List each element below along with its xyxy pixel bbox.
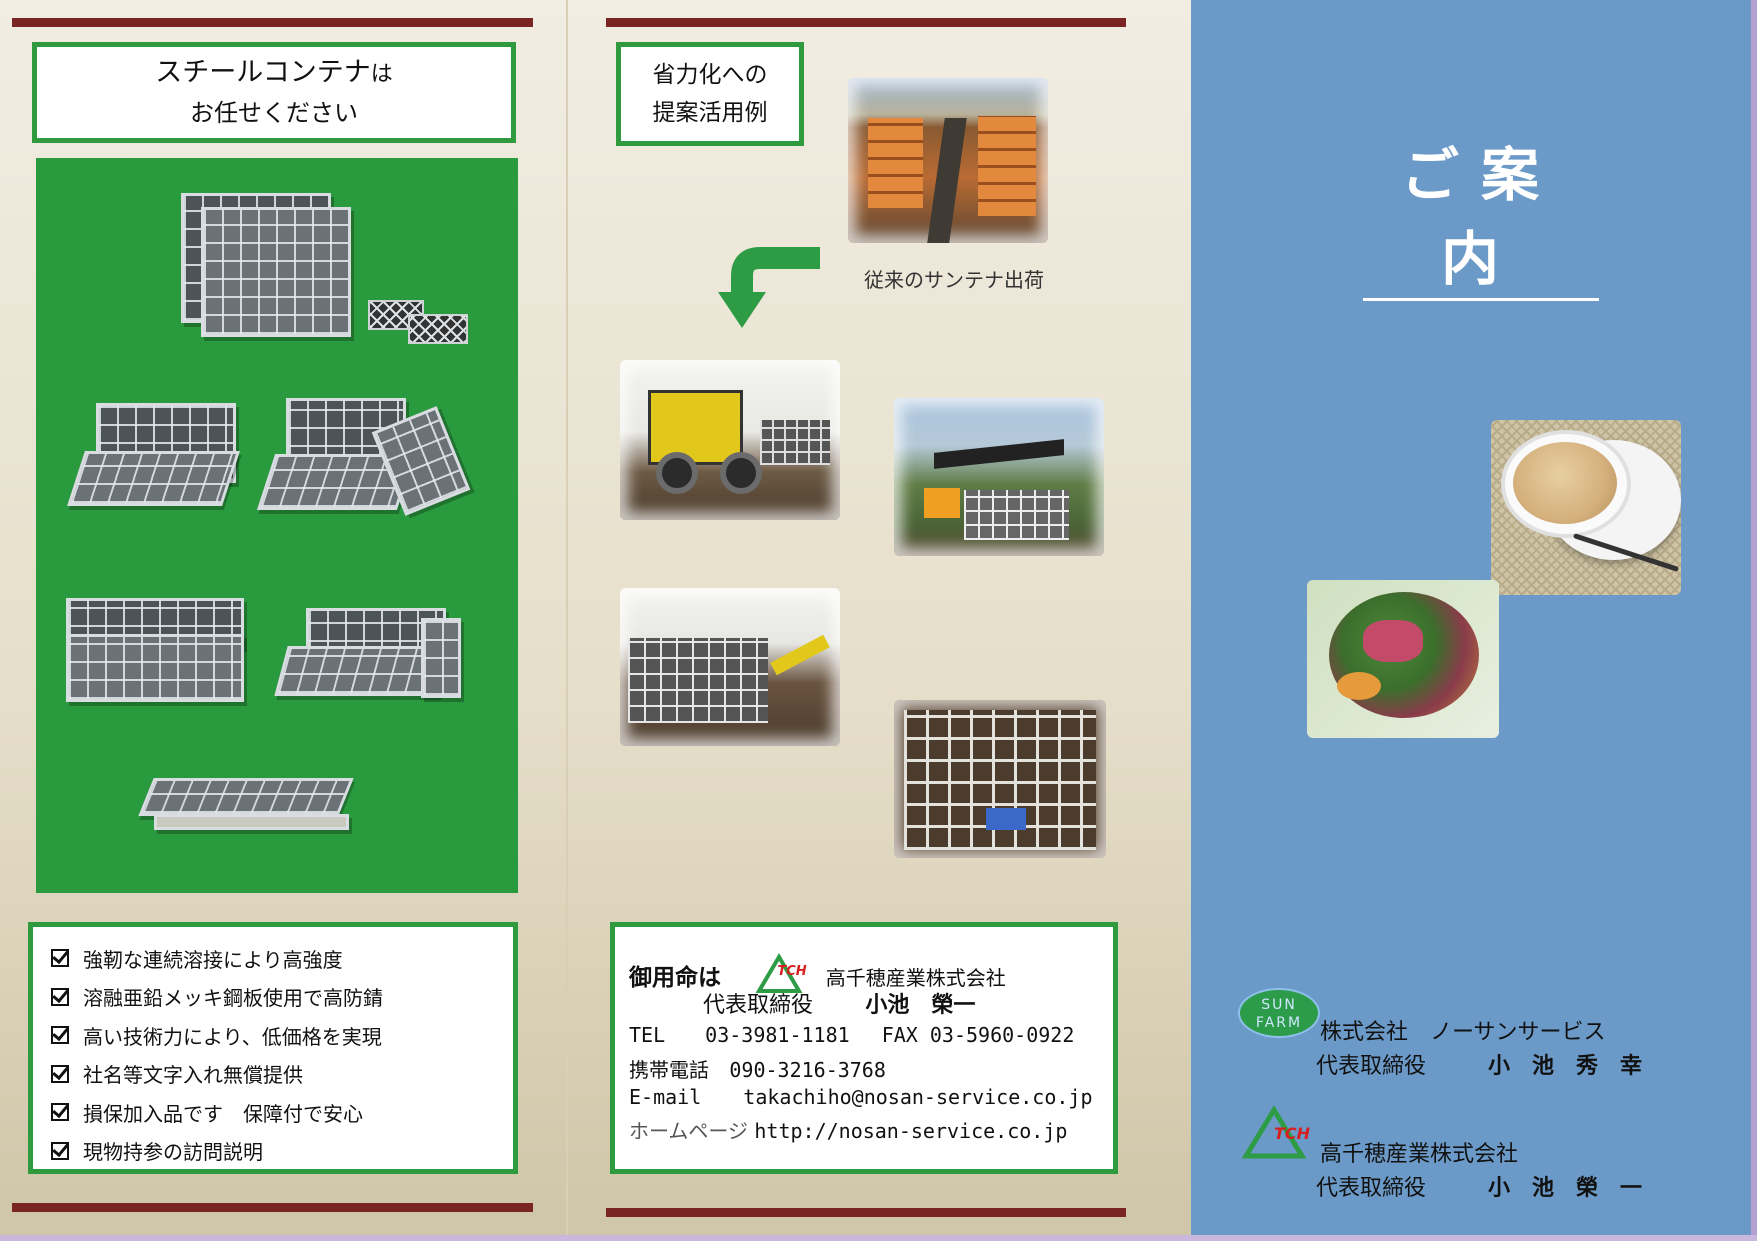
container-folding-image (256, 398, 476, 523)
proposal-title-box: 省力化への 提案活用例 (616, 42, 804, 146)
check-box-icon (51, 1026, 69, 1045)
tch-logo-icon: TCH (755, 953, 811, 993)
feature-list-box: 強靭な連続溶接により高強度 溶融亜鉛メッキ鋼板使用で高防錆 高い技術力により、低… (28, 922, 518, 1174)
mesh-detail-image-2 (408, 314, 468, 344)
right-panel (1191, 0, 1751, 1241)
container-collapsed-image (274, 608, 471, 718)
bottom-rule-middle (606, 1208, 1126, 1217)
feature-item: 高い技術力により、低価格を実現 (51, 1016, 513, 1055)
container-showcase (36, 158, 518, 893)
fax-number: 03-5960-0922 (929, 1023, 1075, 1047)
check-box-icon (51, 1064, 69, 1083)
feature-item: 強靭な連続溶接により高強度 (51, 939, 513, 978)
container-long-image (66, 598, 251, 713)
photo-wheel-loader (620, 360, 840, 520)
photo-field-work (894, 398, 1104, 556)
down-left-arrow-icon (718, 247, 820, 328)
photo-stacked-containers (894, 700, 1106, 858)
check-box-icon (51, 1141, 69, 1160)
top-rule-middle (606, 18, 1126, 27)
top-rule-left (12, 18, 533, 27)
photo-traditional-shipping (848, 78, 1048, 243)
photo-salad (1307, 580, 1499, 738)
email-label: E-mail (629, 1085, 702, 1109)
tel-number: 03-3981-1181 (705, 1023, 850, 1047)
homepage-url[interactable]: http://nosan-service.co.jp (754, 1119, 1068, 1143)
feature-item: 溶融亜鉛メッキ鋼板使用で高防錆 (51, 978, 513, 1017)
bottom-strip (0, 1235, 1757, 1241)
check-box-icon (51, 1103, 69, 1122)
fax-label: FAX (881, 1023, 918, 1047)
left-panel: スチールコンテナは お任せください (0, 0, 566, 1241)
traditional-shipping-caption: 従来のサンテナ出荷 (864, 268, 1044, 292)
container-tall-image (181, 193, 351, 343)
bottom-rule-left (12, 1203, 533, 1212)
tel-label: TEL (629, 1023, 666, 1047)
mobile-number: 090-3216-3768 (729, 1058, 886, 1082)
title-line2: お任せください (190, 98, 358, 127)
title-line1-main: スチールコンテナ (155, 56, 371, 88)
contact-lead: 御用命は (629, 965, 721, 991)
company1-rep-name: 小 池 秀 幸 (1488, 1054, 1643, 1079)
contact-rep-title: 代表取締役 (703, 993, 814, 1018)
proposal-title-line2: 提案活用例 (652, 100, 768, 126)
company2-rep-title: 代表取締役 (1316, 1176, 1427, 1201)
company1-name: 株式会社 ノーサンサービス (1320, 1020, 1606, 1045)
email-address[interactable]: takachiho@nosan-service.co.jp (743, 1085, 1093, 1109)
sunfarm-logo-icon: SUN FARM (1238, 988, 1320, 1038)
container-flat-image (138, 768, 356, 843)
container-half-open-image (67, 403, 241, 513)
guide-title: ご案内 (1363, 128, 1599, 301)
proposal-title-line1: 省力化への (652, 62, 768, 88)
company2-rep-name: 小 池 榮 一 (1488, 1176, 1643, 1201)
company1-rep-title: 代表取締役 (1316, 1054, 1427, 1079)
mobile-label: 携帯電話 (629, 1058, 709, 1082)
contact-rep-name: 小池 榮一 (865, 993, 976, 1018)
company2-name: 高千穂産業株式会社 (1320, 1142, 1519, 1167)
check-box-icon (51, 949, 69, 968)
check-box-icon (51, 987, 69, 1006)
photo-crane-containers (620, 588, 840, 746)
middle-panel: 省力化への 提案活用例 従来のサンテナ出荷 御 (566, 0, 1191, 1241)
feature-item: 社名等文字入れ無償提供 (51, 1055, 513, 1094)
edge-strip (1751, 0, 1757, 1241)
photo-soup (1491, 420, 1681, 595)
contact-company: 高千穂産業株式会社 (825, 966, 1006, 990)
title-line1-particle: は (370, 61, 393, 87)
feature-item: 現物持参の訪問説明 (51, 1132, 513, 1171)
container-title-box: スチールコンテナは お任せください (32, 42, 516, 143)
tch-logo-icon: TCH (1240, 1104, 1316, 1160)
homepage-label: ホームページ (629, 1119, 748, 1143)
feature-item: 損保加入品です 保障付で安心 (51, 1093, 513, 1132)
contact-box: 御用命は TCH 高千穂産業株式会社 代表取締役 小池 榮一 TEL 03-39… (610, 922, 1118, 1174)
